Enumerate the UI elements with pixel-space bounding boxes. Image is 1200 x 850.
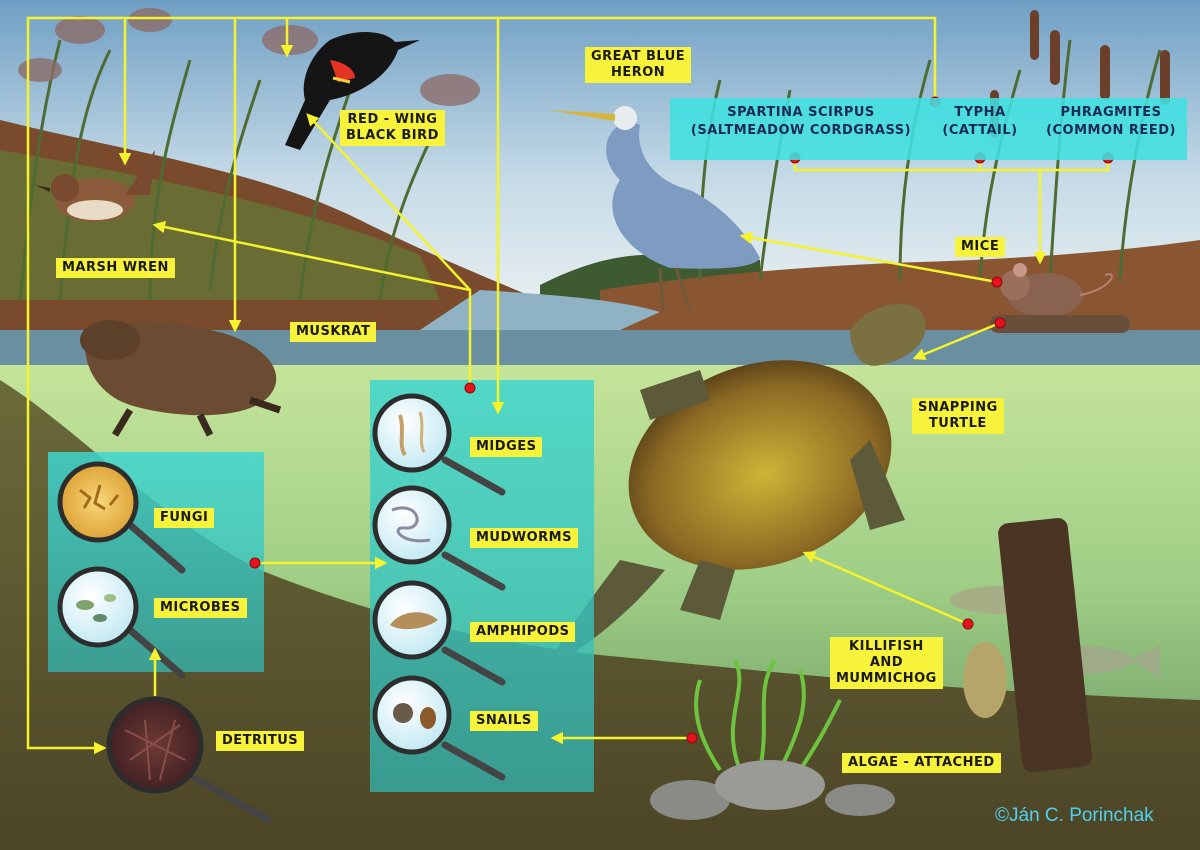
label-midges: MIDGES: [470, 437, 543, 457]
mouse: [1000, 263, 1113, 317]
microbes-magnifier: [57, 566, 186, 679]
submerged-stump: [998, 518, 1092, 772]
great-blue-heron: [548, 106, 760, 311]
plant-typha-name: TYPHA: [954, 105, 1006, 120]
label-turtle-line2: TURTLE: [928, 416, 987, 431]
mudworms-magnifier: [372, 485, 506, 591]
label-snapping-turtle: SNAPPING TURTLE: [912, 398, 1004, 434]
label-mice: MICE: [955, 237, 1006, 257]
plant-typha-common: (CATTAIL): [942, 123, 1018, 138]
log: [990, 315, 1130, 333]
marsh-wren: [35, 150, 155, 222]
label-red-wing-line2: BLACK BIRD: [346, 128, 439, 143]
label-heron-line1: GREAT BLUE: [591, 49, 686, 64]
label-killifish-and-mummichog: KILLIFISH AND MUMMICHOG: [830, 637, 943, 689]
plant-spartina-common: (SALTMEADOW CORDGRASS): [690, 123, 912, 138]
algae-attached: [650, 658, 895, 820]
label-microbes: MICROBES: [154, 598, 247, 618]
label-amphipods: AMPHIPODS: [470, 622, 576, 642]
label-muskrat: MUSKRAT: [290, 322, 377, 342]
snails-magnifier: [372, 675, 506, 781]
label-killifish-line2: AND: [869, 655, 904, 670]
muskrat: [80, 320, 282, 437]
label-red-wing-line1: RED - WING: [347, 112, 438, 127]
plant-phragmites-common: (COMMON REED): [1046, 123, 1176, 138]
label-marsh-wren: MARSH WREN: [56, 258, 175, 278]
label-killifish-line3: MUMMICHOG: [836, 671, 937, 686]
label-snails: SNAILS: [470, 711, 538, 731]
midges-magnifier: [372, 393, 506, 496]
phragmites-plumes: [18, 8, 480, 106]
label-killifish-line1: KILLIFISH: [849, 639, 924, 654]
label-fungi: FUNGI: [154, 508, 215, 528]
label-mudworms: MUDWORMS: [470, 528, 578, 548]
label-great-blue-heron: GREAT BLUE HERON: [585, 47, 692, 83]
plant-spartina-name: SPARTINA SCIRPUS: [727, 105, 875, 120]
label-turtle-line1: SNAPPING: [918, 400, 998, 415]
plant-phragmites-name: PHRAGMITES: [1060, 105, 1162, 120]
detritus-magnifier: [106, 696, 272, 824]
snapping-turtle: [545, 303, 926, 670]
label-detritus: DETRITUS: [216, 731, 305, 751]
artist-credit: ©Ján C. Porinchak: [995, 805, 1154, 826]
label-algae-attached: ALGAE - ATTACHED: [842, 753, 1001, 773]
plant-phragmites: PHRAGMITES (COMMON REED): [1038, 104, 1184, 140]
label-heron-line2: HERON: [610, 65, 666, 80]
food-web-arrows: [26, 16, 1110, 755]
red-wing-blackbird: [285, 31, 420, 150]
plant-spartina: SPARTINA SCIRPUS (SALTMEADOW CORDGRASS): [676, 104, 926, 140]
label-red-wing-blackbird: RED - WING BLACK BIRD: [340, 110, 445, 146]
plant-species-panel: SPARTINA SCIRPUS (SALTMEADOW CORDGRASS) …: [670, 98, 1187, 160]
fungi-magnifier: [57, 461, 186, 574]
plant-typha: TYPHA (CATTAIL): [932, 104, 1028, 140]
amphipods-magnifier: [372, 580, 506, 686]
